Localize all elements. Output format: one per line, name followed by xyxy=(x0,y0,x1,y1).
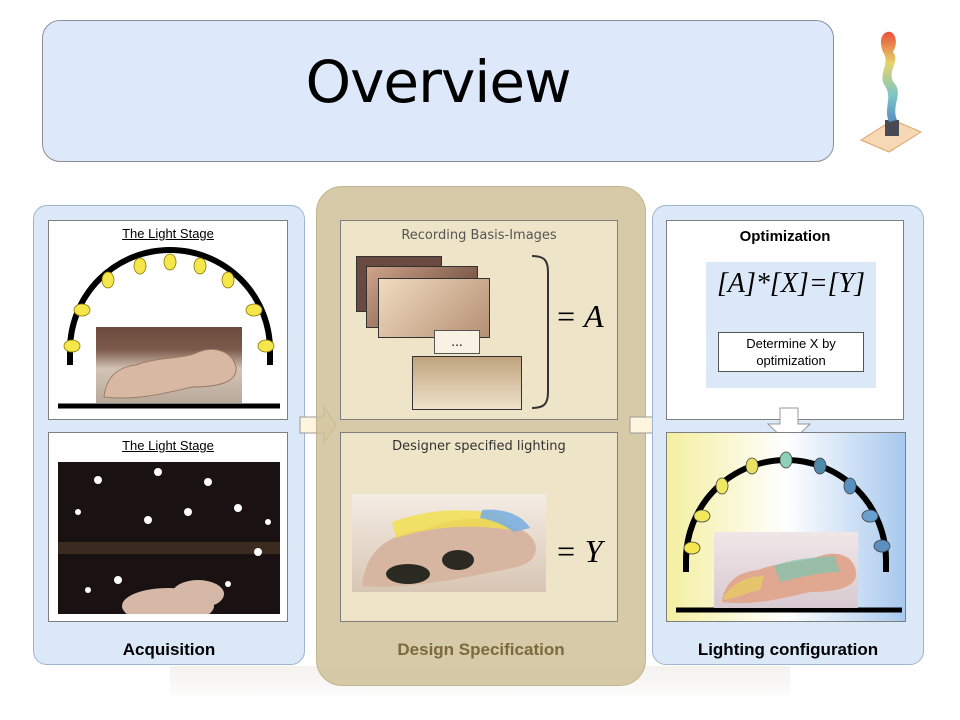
acquisition-caption: Acquisition xyxy=(122,640,216,659)
optimization-equation: [A]*[X]=[Y] xyxy=(716,268,866,299)
light-stage-photo xyxy=(58,462,280,614)
sculpture-logo xyxy=(859,31,923,153)
right-bracket xyxy=(531,255,549,409)
title-banner xyxy=(42,20,834,162)
basis-images-label: Recording Basis-Images xyxy=(401,228,557,243)
torso-shape xyxy=(103,349,237,399)
determine-line-2: optimization xyxy=(756,353,826,368)
equation-a: = A xyxy=(555,298,604,334)
page-title: Overview xyxy=(305,48,571,116)
light-stage-label-bottom: The Light Stage xyxy=(122,438,214,453)
designer-lighting-label: Designer specified lighting xyxy=(392,439,566,454)
light-stage-label-top: The Light Stage xyxy=(122,226,214,241)
designer-torso xyxy=(362,509,536,587)
design-caption: Design Specification xyxy=(397,640,565,659)
bulb-icons-top xyxy=(63,253,275,353)
ellipsis-box: ... xyxy=(434,330,480,354)
lighting-result-torso xyxy=(722,553,857,604)
designer-lighting-image xyxy=(352,494,546,592)
determine-box: Determine X by optimization xyxy=(718,332,864,372)
equation-y: = Y xyxy=(555,533,603,569)
light-stage-photo-content xyxy=(58,468,280,614)
determine-line-1: Determine X by xyxy=(746,336,836,351)
basis-image-last xyxy=(412,356,522,410)
lighting-caption: Lighting configuration xyxy=(697,640,879,659)
lighting-result-image xyxy=(714,532,858,608)
basis-image-3 xyxy=(378,278,490,338)
lighting-result-arc xyxy=(676,451,902,613)
optimization-title: Optimization xyxy=(739,228,831,245)
